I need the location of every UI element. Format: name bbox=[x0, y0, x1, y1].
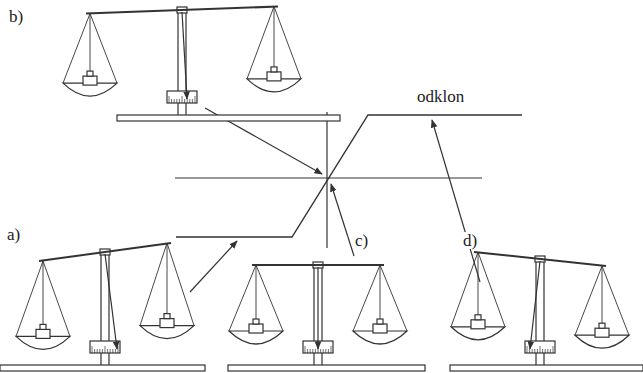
balance-scale bbox=[450, 252, 643, 371]
panel-label: d) bbox=[462, 232, 478, 249]
tick bbox=[307, 349, 308, 353]
leader-arrow bbox=[331, 184, 354, 256]
base-plate bbox=[117, 115, 340, 121]
tick bbox=[182, 96, 183, 103]
tick bbox=[328, 349, 329, 353]
tick bbox=[189, 99, 190, 103]
tick bbox=[118, 346, 119, 353]
dial bbox=[167, 91, 197, 103]
dial bbox=[90, 341, 120, 353]
tick bbox=[184, 99, 185, 103]
tick bbox=[545, 349, 546, 353]
tick bbox=[310, 349, 311, 353]
tick bbox=[547, 349, 548, 353]
tick bbox=[195, 96, 196, 103]
balance-scale bbox=[63, 7, 340, 122]
beam bbox=[252, 264, 384, 266]
weight-knob bbox=[271, 67, 277, 72]
tick bbox=[534, 349, 535, 353]
tick bbox=[112, 349, 113, 353]
axis-label: odklon bbox=[416, 88, 465, 105]
tick bbox=[320, 349, 321, 353]
weight-knob bbox=[599, 323, 605, 328]
tick bbox=[312, 349, 313, 353]
tick bbox=[315, 349, 316, 353]
tick bbox=[527, 346, 528, 353]
tick bbox=[110, 349, 111, 353]
pointer bbox=[530, 261, 540, 349]
pan-string bbox=[353, 265, 407, 331]
weight bbox=[36, 329, 50, 338]
weight-knob bbox=[87, 71, 93, 76]
balance-scale bbox=[228, 262, 425, 371]
weight-knob bbox=[40, 324, 46, 329]
tick bbox=[542, 349, 543, 353]
tick bbox=[192, 99, 193, 103]
tick bbox=[92, 346, 93, 353]
tick bbox=[553, 346, 554, 353]
tick bbox=[169, 96, 170, 103]
tick bbox=[537, 349, 538, 353]
pan-string bbox=[229, 265, 283, 331]
tick bbox=[176, 99, 177, 103]
weight bbox=[471, 320, 485, 329]
tick bbox=[331, 346, 332, 353]
weight bbox=[249, 324, 263, 333]
deflection-curve bbox=[176, 115, 522, 237]
weight bbox=[160, 319, 174, 328]
tick bbox=[550, 349, 551, 353]
tick bbox=[174, 99, 175, 103]
post bbox=[536, 261, 544, 365]
pointer bbox=[105, 254, 117, 349]
tick bbox=[529, 349, 530, 353]
leader-arrow bbox=[432, 120, 480, 282]
panel-label: c) bbox=[354, 232, 369, 249]
tick bbox=[325, 349, 326, 353]
tick bbox=[187, 99, 188, 103]
weight bbox=[595, 328, 609, 337]
weight-knob bbox=[475, 315, 481, 320]
tick bbox=[540, 346, 541, 353]
balance-scale bbox=[0, 243, 205, 371]
tick bbox=[171, 99, 172, 103]
weight bbox=[373, 324, 387, 333]
pan-string bbox=[247, 7, 301, 79]
dial bbox=[525, 341, 555, 353]
panel-label: a) bbox=[6, 226, 21, 243]
pointer bbox=[317, 267, 318, 349]
weight-knob bbox=[164, 314, 170, 319]
tick bbox=[107, 349, 108, 353]
base-plate bbox=[450, 365, 643, 371]
tick bbox=[179, 99, 180, 103]
tick bbox=[115, 349, 116, 353]
weight-knob bbox=[253, 319, 259, 324]
tick bbox=[102, 349, 103, 353]
weight bbox=[267, 72, 281, 81]
tick bbox=[532, 349, 533, 353]
deflection-graph bbox=[175, 108, 522, 292]
base-plate bbox=[228, 365, 425, 371]
leader-arrow bbox=[190, 241, 237, 292]
weight-knob bbox=[377, 319, 383, 324]
pan-string bbox=[575, 266, 629, 335]
tick bbox=[105, 346, 106, 353]
pan-string bbox=[140, 243, 194, 326]
pan-string bbox=[451, 252, 505, 327]
post bbox=[178, 12, 186, 115]
pan-string bbox=[16, 261, 70, 336]
tick bbox=[305, 346, 306, 353]
pan-string bbox=[63, 14, 117, 84]
tick bbox=[97, 349, 98, 353]
base-plate bbox=[0, 365, 205, 371]
panel-label: b) bbox=[8, 8, 24, 25]
tick bbox=[99, 349, 100, 353]
balance-scales bbox=[0, 7, 643, 372]
weight bbox=[83, 76, 97, 85]
post bbox=[314, 267, 322, 365]
pointer bbox=[182, 12, 187, 99]
tick bbox=[94, 349, 95, 353]
tick bbox=[323, 349, 324, 353]
